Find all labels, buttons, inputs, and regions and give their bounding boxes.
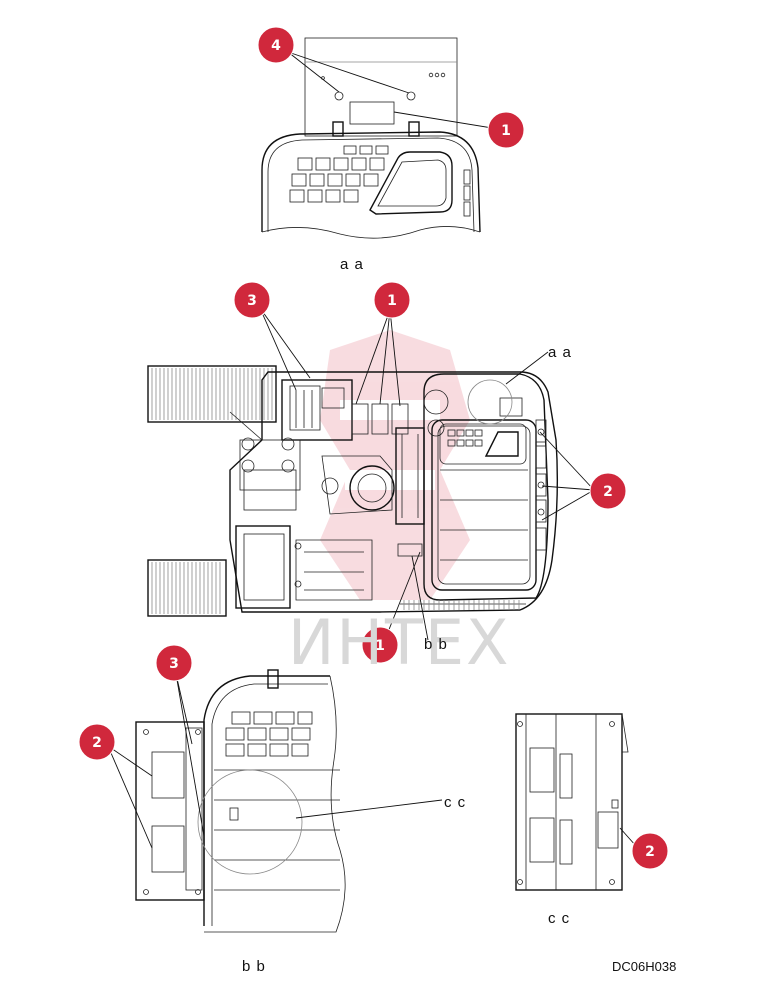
view-label-bb-bottom: b b bbox=[242, 958, 266, 975]
callout-badge: 1 bbox=[373, 281, 411, 319]
svg-text:1: 1 bbox=[501, 123, 511, 139]
track-upper bbox=[147, 365, 277, 423]
svg-text:1: 1 bbox=[387, 293, 397, 309]
view-label-aa-side: a a bbox=[548, 344, 572, 361]
callout-badge: 2 bbox=[631, 832, 669, 870]
callout-badge: 4 bbox=[257, 26, 295, 64]
watermark-logo-icon bbox=[320, 330, 470, 600]
svg-text:3: 3 bbox=[169, 656, 179, 672]
callout-badge: 3 bbox=[233, 281, 271, 319]
drawing-code: DC06H038 bbox=[612, 959, 677, 974]
callout-badge: 2 bbox=[589, 472, 627, 510]
track-lower bbox=[147, 559, 227, 617]
callout-badge: 1 bbox=[361, 626, 399, 664]
view-label-cc-pointer: c c bbox=[444, 794, 467, 811]
view-label-bb-mid: b b bbox=[424, 636, 448, 653]
view-cc-detail bbox=[515, 713, 629, 891]
leader-lines bbox=[107, 51, 637, 849]
callouts: 4 1 3 1 2 1 3 2 bbox=[78, 26, 669, 870]
view-aa-detail bbox=[261, 37, 481, 239]
svg-text:4: 4 bbox=[271, 38, 281, 54]
svg-text:2: 2 bbox=[603, 484, 613, 500]
svg-text:3: 3 bbox=[247, 293, 257, 309]
view-label-aa-top: a a bbox=[340, 256, 364, 273]
callout-badge: 3 bbox=[155, 644, 193, 682]
svg-text:2: 2 bbox=[645, 844, 655, 860]
callout-badge: 2 bbox=[78, 723, 116, 761]
svg-text:2: 2 bbox=[92, 735, 102, 751]
view-label-cc-bottom: c c bbox=[548, 910, 571, 927]
watermark-text: ИНТЕХ bbox=[288, 606, 511, 679]
svg-text:1: 1 bbox=[375, 638, 385, 654]
view-bb-detail bbox=[135, 669, 346, 933]
callout-badge: 1 bbox=[487, 111, 525, 149]
